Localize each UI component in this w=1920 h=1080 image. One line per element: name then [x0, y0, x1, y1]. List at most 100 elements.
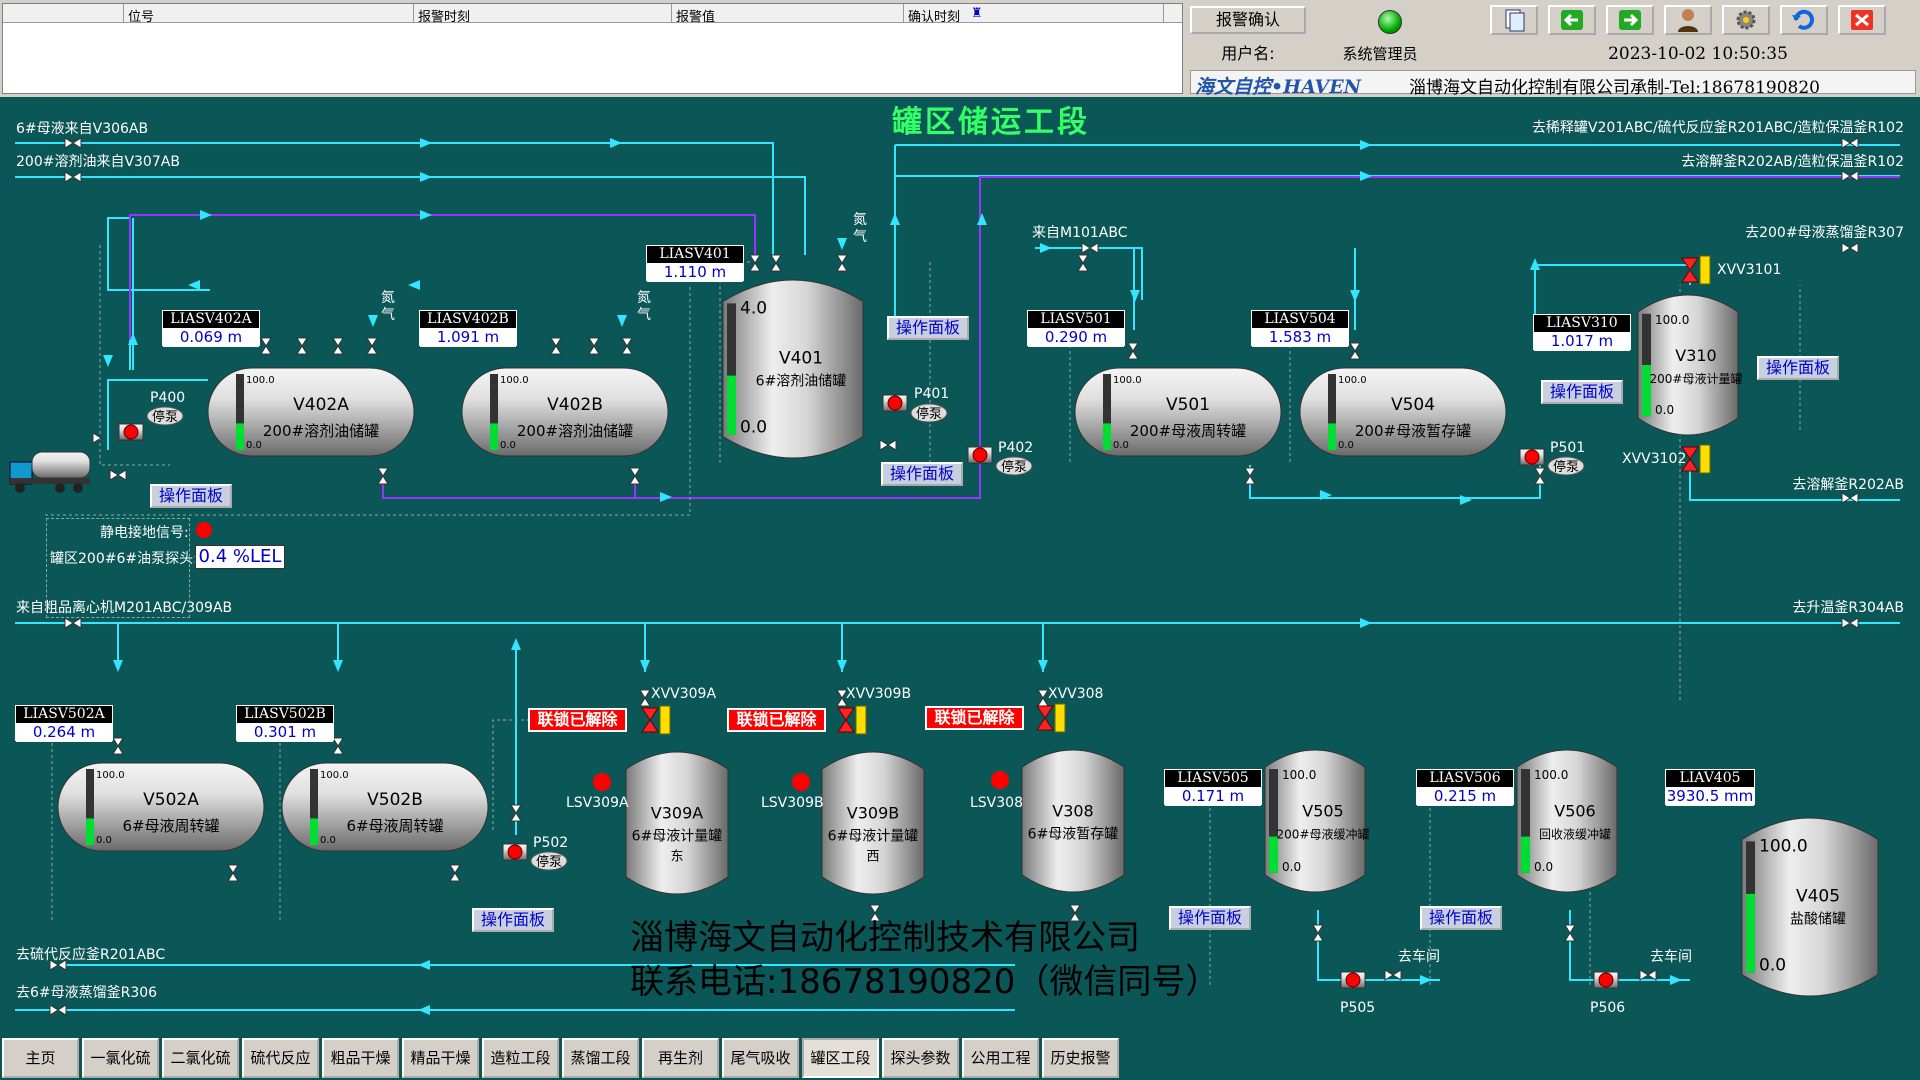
- report-icon[interactable]: [1490, 5, 1538, 35]
- alarm-table-header: 位号 报警时刻 报警值 确认时刻 ♜: [3, 4, 1182, 25]
- op-panel-button-p402[interactable]: 操作面板: [881, 462, 963, 486]
- pump-stop-button[interactable]: 停泵: [146, 406, 184, 426]
- brand-bar: 海文自控•HAVEN 淄博海文自动化控制有限公司承制-Tel:186781908…: [1190, 70, 1916, 98]
- pump-stop-button[interactable]: 停泵: [530, 851, 568, 871]
- level-hi: 100.0: [1655, 313, 1689, 327]
- op-panel-button-p400[interactable]: 操作面板: [150, 484, 232, 508]
- nav-button[interactable]: 再生剂: [642, 1038, 719, 1078]
- nav-button[interactable]: 历史报警: [1042, 1038, 1119, 1078]
- pump-p401[interactable]: [882, 394, 908, 412]
- valve-xvv308[interactable]: [1036, 703, 1066, 733]
- interlock-badge-v309a[interactable]: 联锁已解除: [528, 708, 627, 732]
- valve-xvv3102[interactable]: [1681, 444, 1711, 474]
- valve-xvv3101[interactable]: [1681, 255, 1711, 285]
- level-lo: 0.0: [246, 440, 262, 451]
- tank-name: V308: [1052, 802, 1093, 821]
- nitrogen-label: 氮气: [637, 290, 651, 323]
- nav-button[interactable]: 一氯化硫: [82, 1038, 159, 1078]
- forward-icon[interactable]: [1606, 5, 1654, 35]
- nav-button[interactable]: 罐区工段: [802, 1038, 879, 1078]
- pump-p402[interactable]: [967, 446, 993, 464]
- back-icon[interactable]: [1548, 5, 1596, 35]
- nav-button[interactable]: 探头参数: [882, 1038, 959, 1078]
- nav-button[interactable]: 尾气吸收: [722, 1038, 799, 1078]
- op-panel-button-p501[interactable]: 操作面板: [1541, 380, 1623, 404]
- op-panel-button-p505[interactable]: 操作面板: [1169, 906, 1251, 930]
- valve-xvv309b[interactable]: [837, 705, 867, 735]
- op-panel-button-p502[interactable]: 操作面板: [472, 908, 554, 932]
- nav-button[interactable]: 公用工程: [962, 1038, 1039, 1078]
- alarm-table[interactable]: 位号 报警时刻 报警值 确认时刻 ♜: [2, 3, 1183, 94]
- level-bar-bg: [727, 303, 736, 435]
- pump-stop-button[interactable]: 停泵: [995, 456, 1033, 476]
- op-panel-button-v310[interactable]: 操作面板: [1757, 356, 1839, 380]
- user-icon[interactable]: [1664, 5, 1712, 35]
- refresh-icon[interactable]: [1780, 5, 1828, 35]
- nav-button[interactable]: 造粒工段: [482, 1038, 559, 1078]
- pump-p505[interactable]: [1340, 971, 1366, 989]
- top-bar: 位号 报警时刻 报警值 确认时刻 ♜ 报警确认 用户名: 系统管理员 2023-…: [0, 0, 1920, 98]
- pump-p501[interactable]: [1519, 448, 1545, 466]
- tank-name: V402A: [293, 395, 349, 415]
- nav-button[interactable]: 粗品干燥: [322, 1038, 399, 1078]
- interlock-badge-v308[interactable]: 联锁已解除: [925, 706, 1024, 730]
- settings-icon[interactable]: [1722, 5, 1770, 35]
- pump-p400[interactable]: [118, 423, 144, 441]
- col-tag: 位号: [128, 10, 155, 25]
- pump-p502[interactable]: [502, 843, 528, 861]
- line-label: 去硫代反应釜R201ABC: [16, 947, 166, 963]
- valve-label: LSV308: [970, 795, 1023, 811]
- op-panel-button-p401[interactable]: 操作面板: [887, 316, 969, 340]
- nav-button[interactable]: 精品干燥: [402, 1038, 479, 1078]
- line-label: 去溶解釜R202AB: [1792, 477, 1904, 493]
- nav-button[interactable]: 主页: [2, 1038, 79, 1078]
- nav-button[interactable]: 蒸馏工段: [562, 1038, 639, 1078]
- nav-button[interactable]: 二氯化硫: [162, 1038, 239, 1078]
- lsv309a-light: [593, 773, 611, 791]
- brand-logo: 海文自控•HAVEN: [1195, 76, 1362, 98]
- level-bar-fill: [1103, 423, 1111, 450]
- level-hi: 4.0: [740, 298, 767, 318]
- tank-desc: 200#母液周转罐: [1130, 422, 1246, 440]
- nav-button[interactable]: 硫代反应: [242, 1038, 319, 1078]
- pump-stop-button[interactable]: 停泵: [910, 403, 948, 423]
- interlock-badge-v309b[interactable]: 联锁已解除: [727, 708, 826, 732]
- tag-value: 0.171 m: [1165, 787, 1261, 806]
- tank-name: V405: [1796, 887, 1840, 907]
- tag-value: 1.017 m: [1534, 332, 1630, 351]
- col-alarm-time: 报警时刻: [418, 10, 471, 25]
- pump-stop-button[interactable]: 停泵: [1547, 456, 1585, 476]
- valve-xvv309a[interactable]: [641, 705, 671, 735]
- exit-icon[interactable]: [1838, 5, 1886, 35]
- pump-p506[interactable]: [1593, 971, 1619, 989]
- valve-label: XVV3101: [1717, 262, 1782, 278]
- op-panel-button-p506[interactable]: 操作面板: [1420, 906, 1502, 930]
- line-label: 去6#母液蒸馏釜R306: [16, 985, 158, 1001]
- alarm-ack-button[interactable]: 报警确认: [1190, 6, 1306, 34]
